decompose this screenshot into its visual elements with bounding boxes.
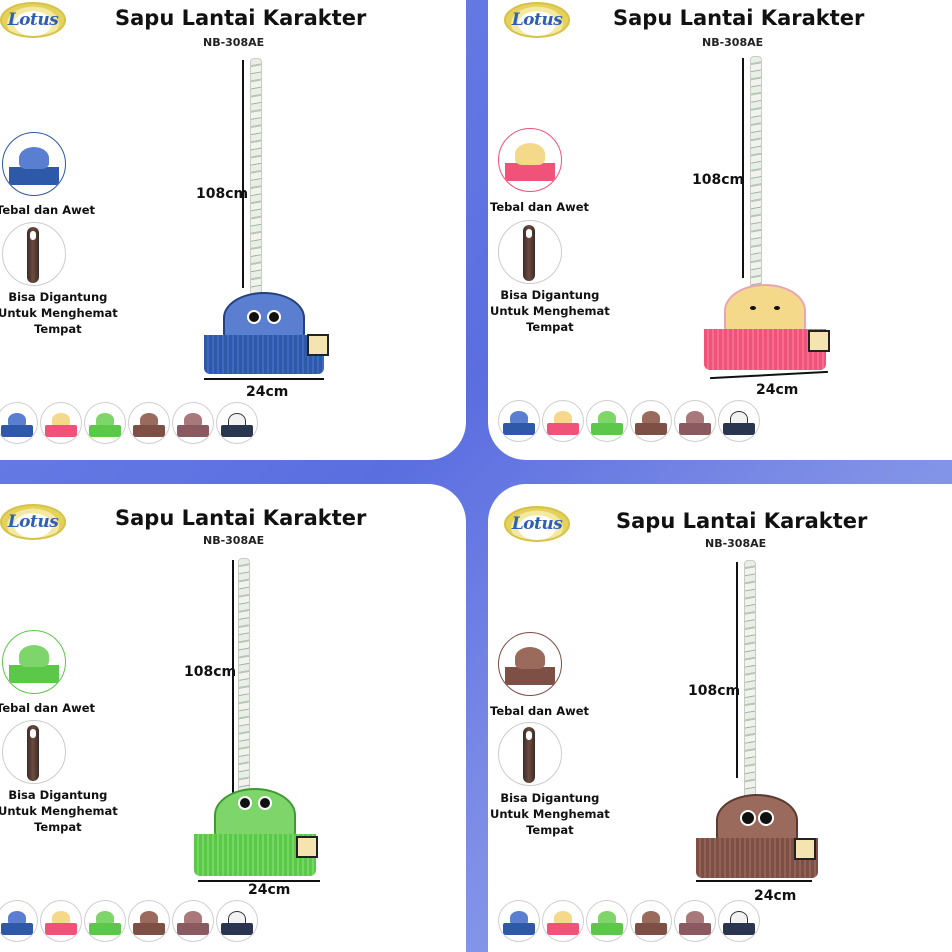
width-dimension-line [696, 880, 812, 882]
width-dimension-label: 24cm [754, 888, 797, 904]
lotus-logo: Lotus [0, 504, 66, 540]
bristles [704, 328, 826, 370]
broom-pole [238, 558, 250, 802]
height-dimension-label: 108cm [196, 186, 249, 202]
product-code: NB-308AE [702, 36, 764, 49]
feature-durable-image [498, 128, 562, 192]
product-title: Sapu Lantai Karakter [613, 6, 865, 30]
broom-pole [750, 56, 762, 294]
height-dimension-line [736, 562, 738, 778]
feature-durable-image [498, 632, 562, 696]
handle-hook-icon [523, 225, 535, 281]
bristles [194, 833, 316, 876]
feature-durable-label: Tebal dan Awet [0, 701, 96, 715]
product-panel-green: Lotus Sapu Lantai Karakter NB-308AE Teba… [0, 476, 476, 952]
broom-pole [250, 58, 262, 300]
quality-badge-icon [296, 836, 318, 858]
handle-hook-icon [523, 727, 535, 783]
product-title: Sapu Lantai Karakter [115, 506, 367, 530]
width-dimension-line [198, 880, 320, 882]
panel-card [0, 0, 466, 460]
feature-hanging-image [498, 722, 562, 786]
feature-durable-label: Tebal dan Awet [0, 203, 96, 217]
broom-head-owl [696, 794, 818, 878]
product-title: Sapu Lantai Karakter [115, 6, 367, 30]
lotus-logo: Lotus [0, 2, 66, 38]
panel-card [488, 0, 952, 460]
height-dimension-line [242, 60, 244, 288]
width-dimension-label: 24cm [756, 382, 799, 398]
lotus-logo: Lotus [504, 506, 570, 542]
height-dimension-label: 108cm [692, 172, 745, 188]
bristles [204, 334, 324, 374]
lotus-logo: Lotus [504, 2, 570, 38]
handle-hook-icon [27, 725, 39, 781]
height-dimension-line [232, 560, 234, 794]
broom-pole [744, 560, 756, 800]
product-code: NB-308AE [203, 36, 265, 49]
height-dimension-label: 108cm [184, 664, 237, 680]
quality-badge-icon [307, 334, 329, 356]
height-dimension-line [742, 58, 744, 278]
quality-badge-icon [794, 838, 816, 860]
product-panel-blue: Lotus Sapu Lantai Karakter NB-308AE Teba… [0, 0, 476, 476]
feature-durable-image [2, 132, 66, 196]
product-panel-brown: Lotus Sapu Lantai Karakter NB-308AE Teba… [476, 476, 952, 952]
quality-badge-icon [808, 330, 830, 352]
feature-durable-label: Tebal dan Awet [490, 200, 590, 214]
broom-head-blue-cat [204, 292, 324, 374]
broom-head-frog [194, 788, 316, 876]
feature-hanging-image [2, 720, 66, 784]
height-dimension-label: 108cm [688, 683, 741, 699]
feature-durable-image [2, 630, 66, 694]
product-panel-pink: Lotus Sapu Lantai Karakter NB-308AE Teba… [476, 0, 952, 476]
width-dimension-label: 24cm [248, 882, 291, 898]
broom-head-yellow-cat [704, 284, 826, 370]
width-dimension-label: 24cm [246, 384, 289, 400]
product-code: NB-308AE [705, 537, 767, 550]
feature-hanging-image [2, 222, 66, 286]
width-dimension-line [204, 378, 324, 380]
handle-hook-icon [27, 227, 39, 283]
product-code: NB-308AE [203, 534, 265, 547]
feature-hanging-image [498, 220, 562, 284]
product-title: Sapu Lantai Karakter [616, 509, 868, 533]
feature-durable-label: Tebal dan Awet [490, 704, 590, 718]
